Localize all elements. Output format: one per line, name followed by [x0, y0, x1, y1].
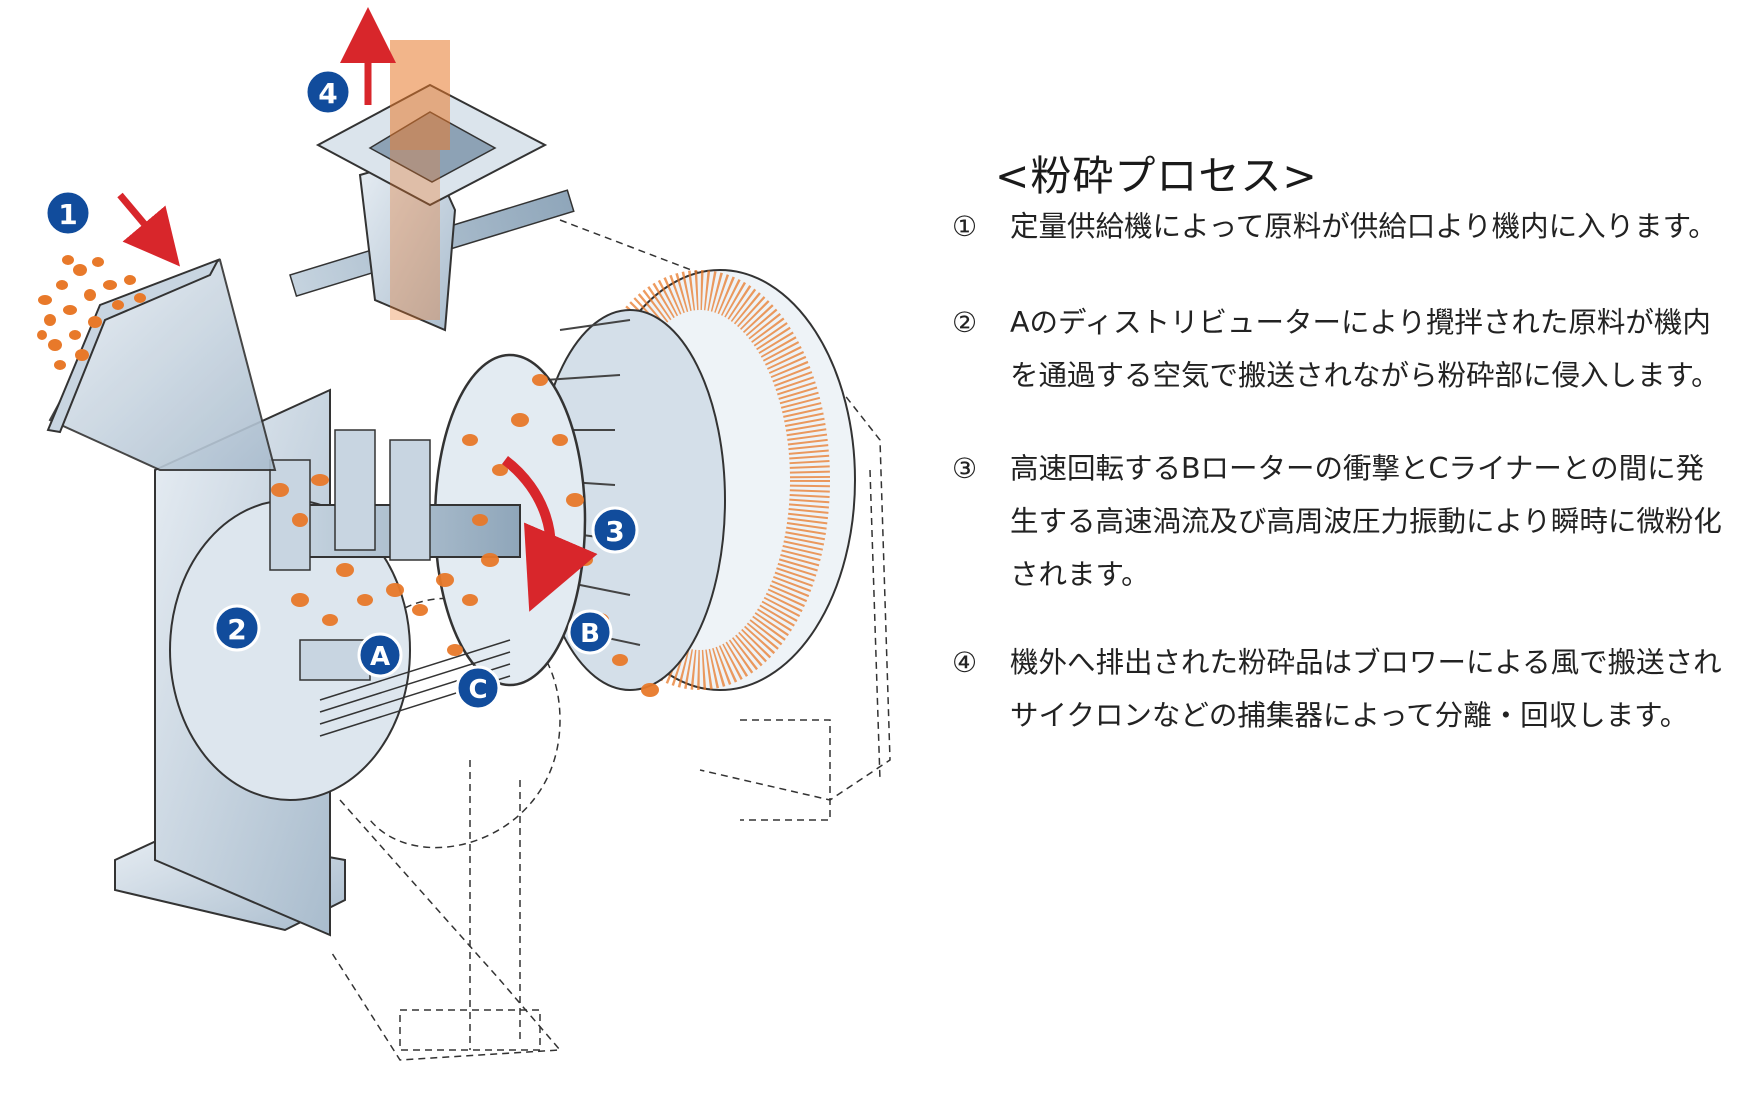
pulverizer-cutaway-diagram: 1 2 3 4 A B C: [37, 7, 891, 1061]
step-text-line: 高速回転するBローターの衝撃とCライナーとの間に発: [1010, 452, 1705, 485]
step-text-line: を通過する空気で搬送されながら粉砕部に侵入します。: [1010, 359, 1720, 392]
badge-4: 4: [304, 68, 352, 116]
label-a-distributor: A: [357, 632, 403, 678]
svg-text:3: 3: [605, 515, 624, 548]
badge-2: 2: [213, 604, 261, 652]
raw-material-particles: [37, 255, 146, 370]
step-text-line: 定量供給機によって原料が供給口より機内に入ります。: [1010, 210, 1717, 243]
step-number: ②: [952, 306, 978, 339]
step-4: ④ 機外へ排出された粉砕品はブロワーによる風で搬送され サイクロンなどの捕集器に…: [952, 636, 1722, 742]
step-text-line: サイクロンなどの捕集器によって分離・回収します。: [1010, 699, 1689, 732]
svg-text:A: A: [370, 642, 390, 672]
powder-ring: [570, 270, 830, 690]
step-3: ③ 高速回転するBローターの衝撃とCライナーとの間に発 生する高速渦流及び高周波…: [952, 442, 1722, 601]
svg-text:1: 1: [58, 198, 77, 231]
process-title: <粉砕プロセス>: [995, 152, 1318, 200]
inlet-flow-arrow: [117, 192, 181, 267]
process-description-panel: <粉砕プロセス> ① 定量供給機によって原料が供給口より機内に入ります。 ② A…: [952, 0, 1747, 1114]
svg-text:2: 2: [227, 613, 246, 646]
step-text-line: されます。: [1010, 558, 1150, 591]
step-text-line: 生する高速渦流及び高周波圧力振動により瞬時に微粉化: [1010, 505, 1722, 538]
step-number: ④: [952, 646, 978, 679]
svg-text:B: B: [580, 619, 600, 649]
step-text-line: Aのディストリビューターにより攪拌された原料が機内: [1010, 306, 1711, 339]
step-number: ③: [952, 452, 978, 485]
step-number: ①: [952, 210, 978, 243]
step-text-line: 機外へ排出された粉砕品はブロワーによる風で搬送され: [1010, 646, 1722, 679]
badge-3: 3: [591, 506, 639, 554]
svg-text:4: 4: [318, 77, 337, 110]
dashed-housing-outline: [329, 219, 891, 1061]
badge-1: 1: [44, 189, 92, 237]
distributor: [269, 429, 431, 681]
duct-powder-stream: [390, 150, 440, 320]
outlet-powder-stream: [390, 40, 450, 150]
svg-text:C: C: [468, 675, 487, 705]
label-c-liner: C: [455, 665, 501, 711]
inlet-flange: [46, 258, 221, 434]
step-1: ① 定量供給機によって原料が供給口より機内に入ります。: [952, 200, 1720, 253]
rotation-arrow: [501, 456, 598, 612]
step-2: ② Aのディストリビューターにより攪拌された原料が機内 を通過する空気で搬送され…: [952, 296, 1720, 402]
label-b-rotor: B: [567, 609, 613, 655]
